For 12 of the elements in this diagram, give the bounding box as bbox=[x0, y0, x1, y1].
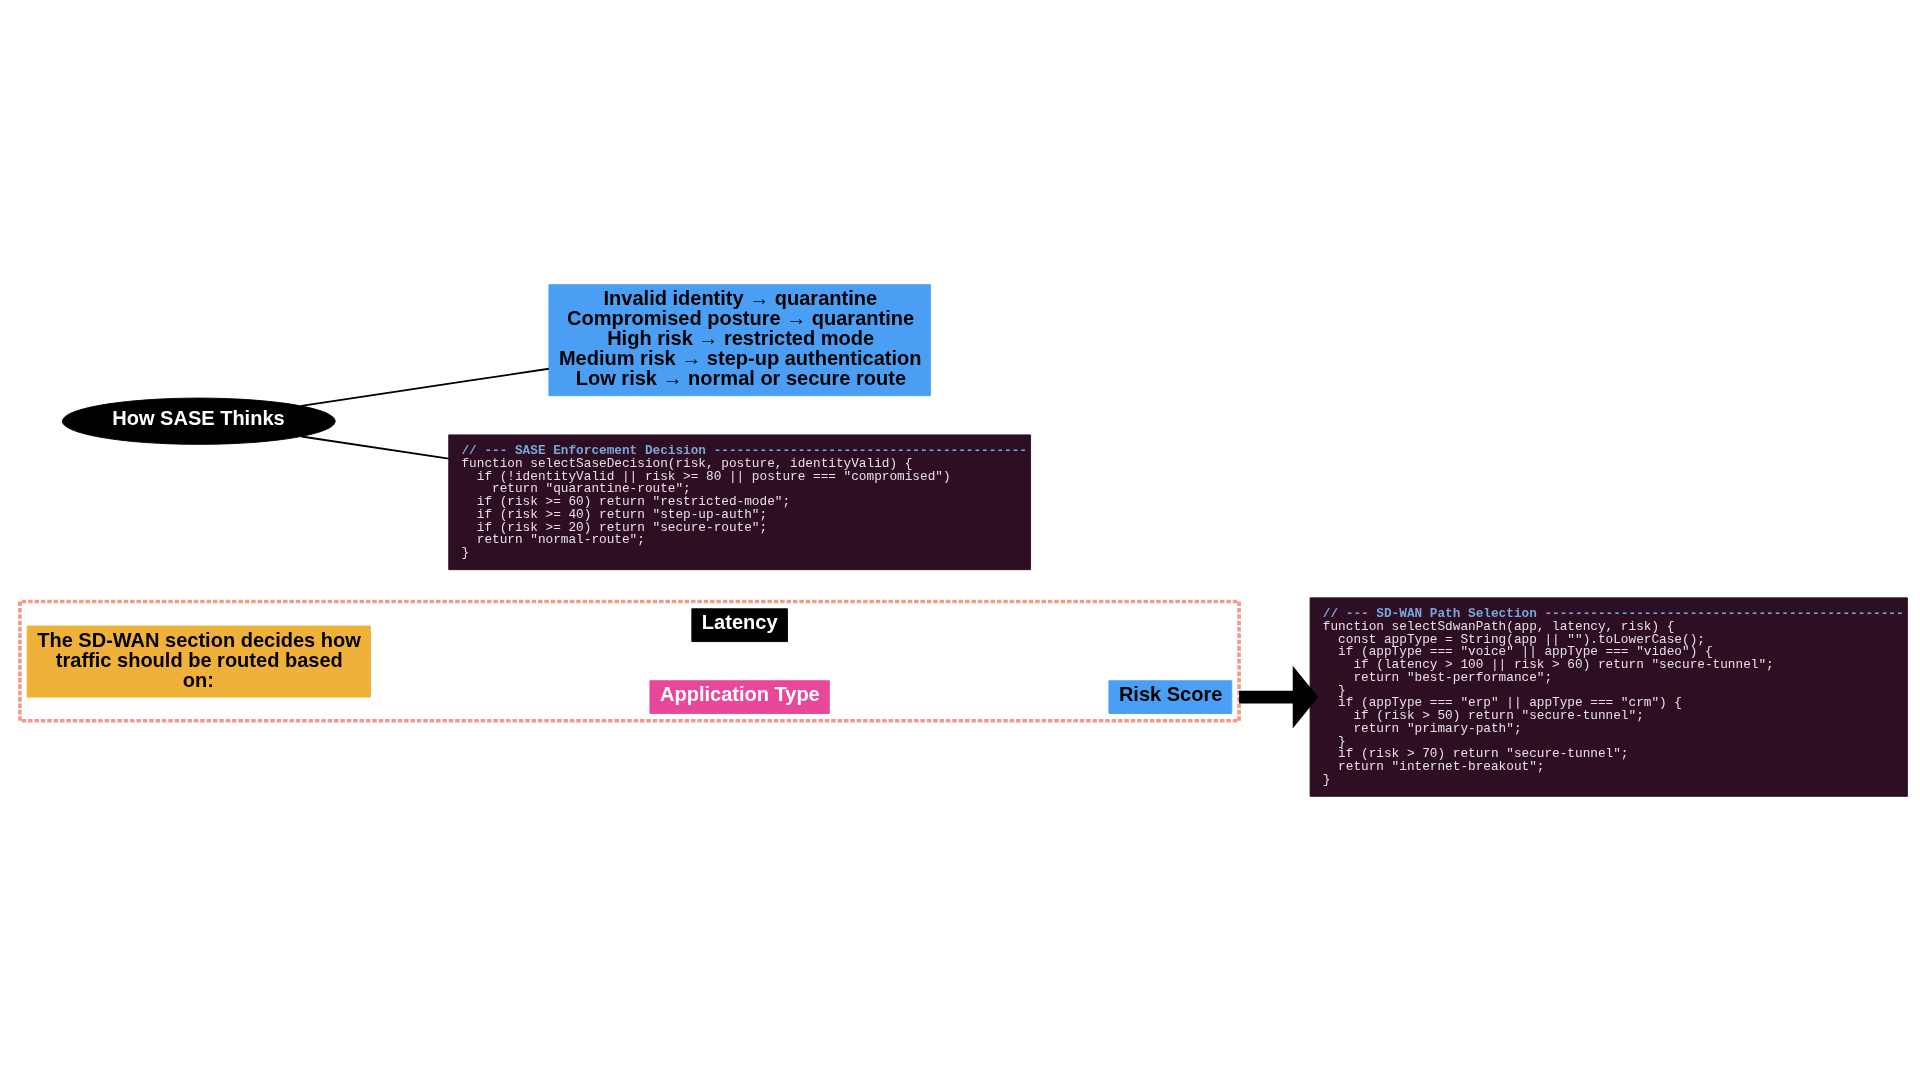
connector bbox=[300, 367, 550, 407]
node-box: // --- SASE Enforcement Decision ----------------------------------------- function selectSaseDecision(risk, posture, identityValid) { if (!identityValid || risk >= 80 || posture === "compromised") return "quarantine-route"; if (risk >= 60) return "restricted-mode"; if (risk >= 40) return "step-up-auth"; if (risk >= 20) return "secure-route"; return "normal-route"; } bbox=[448, 433, 1032, 570]
node-ellipse: How SASE Thinks bbox=[61, 397, 336, 445]
node-box: Invalid identity → quarantine Compromised posture → quarantine High risk → restricted mode Medium risk → step-up authentication Low risk → normal or secure route bbox=[548, 283, 931, 396]
arrow bbox=[1239, 665, 1319, 728]
node-box: Application Type bbox=[649, 679, 830, 714]
node-box: The SD-WAN section decides how traffic should be routed based on: bbox=[26, 625, 371, 698]
node-box: Risk Score bbox=[1108, 679, 1233, 714]
cluster bbox=[18, 599, 1241, 723]
node-box: // --- SD-WAN Path Selection ----------------------------------------------- function selectSdwanPath(app, latency, risk) { const appType = String(app || "").toLowerCase(); if (appType === "voice" || appType === "video") { if (latency > 100 || risk > 60) return "secure-tunnel"; return "best-performance"; } if (appType === "erp" || appType === "crm") { if (risk > 50) return "secure-tunnel"; return "primary-path"; } if (risk > 70) return "secure-tunnel"; return "internet-breakout"; } bbox=[1309, 596, 1908, 797]
connector bbox=[300, 435, 450, 460]
node-box: Latency bbox=[691, 607, 788, 642]
